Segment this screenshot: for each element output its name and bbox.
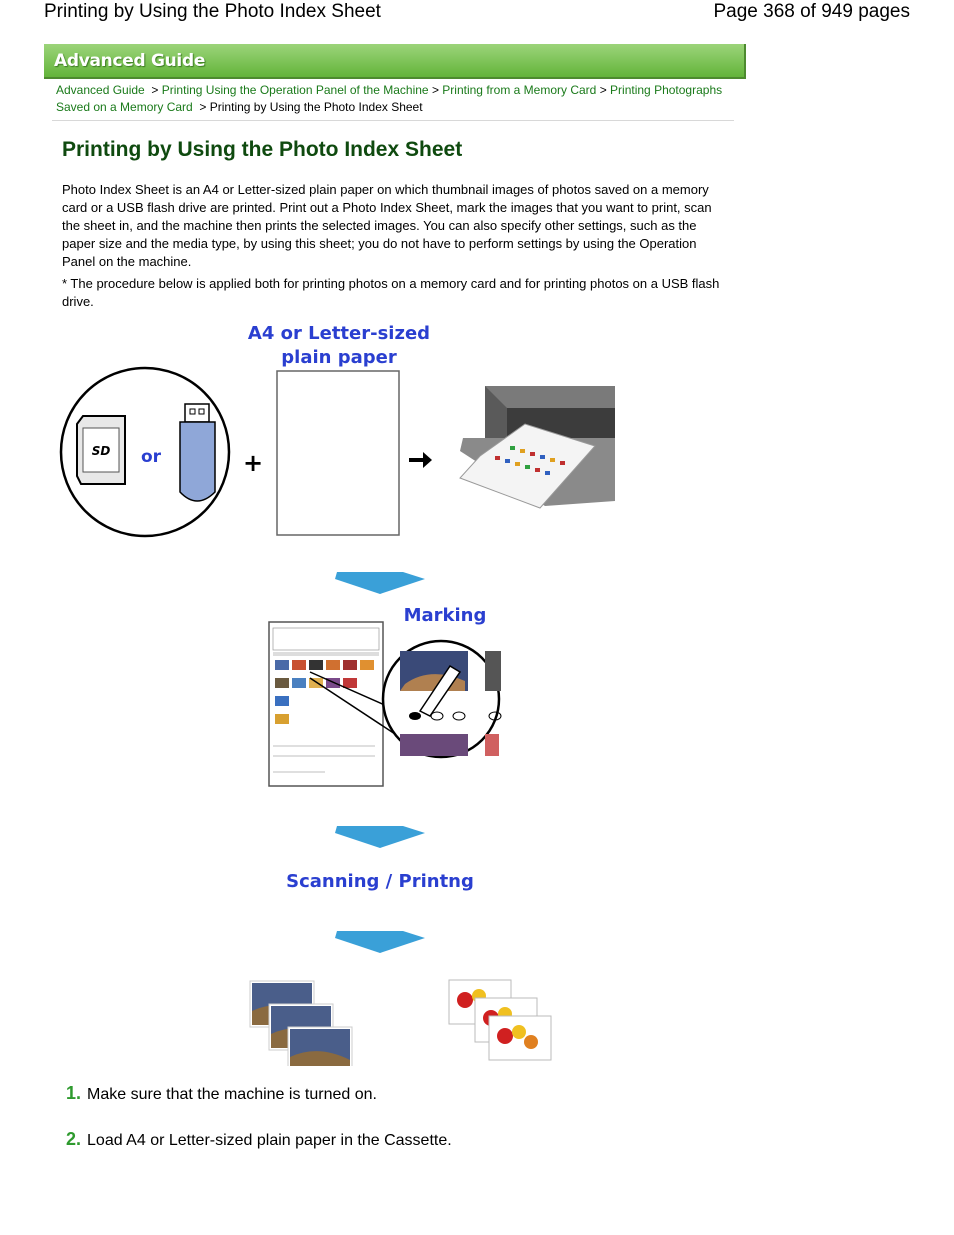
paper-label-line-2: plain paper [281,347,397,368]
breadcrumb-separator: > [148,83,162,97]
breadcrumb-link-advanced-guide[interactable]: Advanced Guide [56,83,145,97]
scanning-printing-label: Scanning / Printng [286,871,474,892]
step-number: 1. [66,1083,81,1103]
paper-label-line-1: A4 or Letter-sized [248,323,430,344]
breadcrumb-link-memory-card[interactable]: Printing from a Memory Card [442,83,596,97]
down-arrow-icon [335,572,425,594]
printer-icon [460,386,615,508]
usb-drive-icon [180,404,215,501]
breadcrumb: Advanced Guide > Printing Using the Oper… [56,82,736,116]
page-count: Page 368 of 949 pages [713,1,910,23]
breadcrumb-separator: > [600,83,607,97]
step-1: 1. Make sure that the machine is turned o… [66,1083,377,1104]
marking-zoom-circle [383,641,501,757]
page-title: Printing by Using the Photo Index Sheet [62,138,462,162]
note-paragraph: * The procedure below is applied both fo… [62,275,722,311]
down-arrow-icon [335,826,425,848]
step-number: 2. [66,1129,81,1149]
or-label: or [141,447,162,467]
step-text: Make sure that the machine is turned on. [87,1086,377,1103]
breadcrumb-separator: > [432,83,439,97]
intro-paragraph: Photo Index Sheet is an A4 or Letter-siz… [62,181,722,271]
banner-label: Advanced Guide [54,51,205,71]
step-text: Load A4 or Letter-sized plain paper in t… [87,1132,452,1149]
marking-label: Marking [404,605,487,626]
page-header-title: Printing by Using the Photo Index Sheet [44,1,381,23]
photo-index-sheet-illustration: A4 or Letter-sized plain paper SD or + [55,316,625,1066]
sd-logo-text: SD [92,444,111,458]
sd-card-icon: SD [77,416,125,484]
photo-index-sheet-icon [269,622,383,786]
plain-paper-icon [277,371,399,535]
breadcrumb-current: Printing by Using the Photo Index Sheet [210,100,423,114]
page-header: Printing by Using the Photo Index Sheet … [0,0,954,26]
plus-sign: + [243,449,263,477]
printed-landscape-photos-icon [250,981,352,1066]
memory-media-circle: SD or [61,368,229,536]
advanced-guide-banner: Advanced Guide [44,44,746,79]
breadcrumb-separator: > [196,100,206,114]
step-2: 2. Load A4 or Letter-sized plain paper in… [66,1129,452,1150]
divider [52,120,734,121]
printed-fruit-photos-icon [449,980,551,1060]
breadcrumb-link-operation-panel[interactable]: Printing Using the Operation Panel of th… [162,83,429,97]
right-arrow-icon [409,452,432,468]
down-arrow-icon [335,931,425,953]
